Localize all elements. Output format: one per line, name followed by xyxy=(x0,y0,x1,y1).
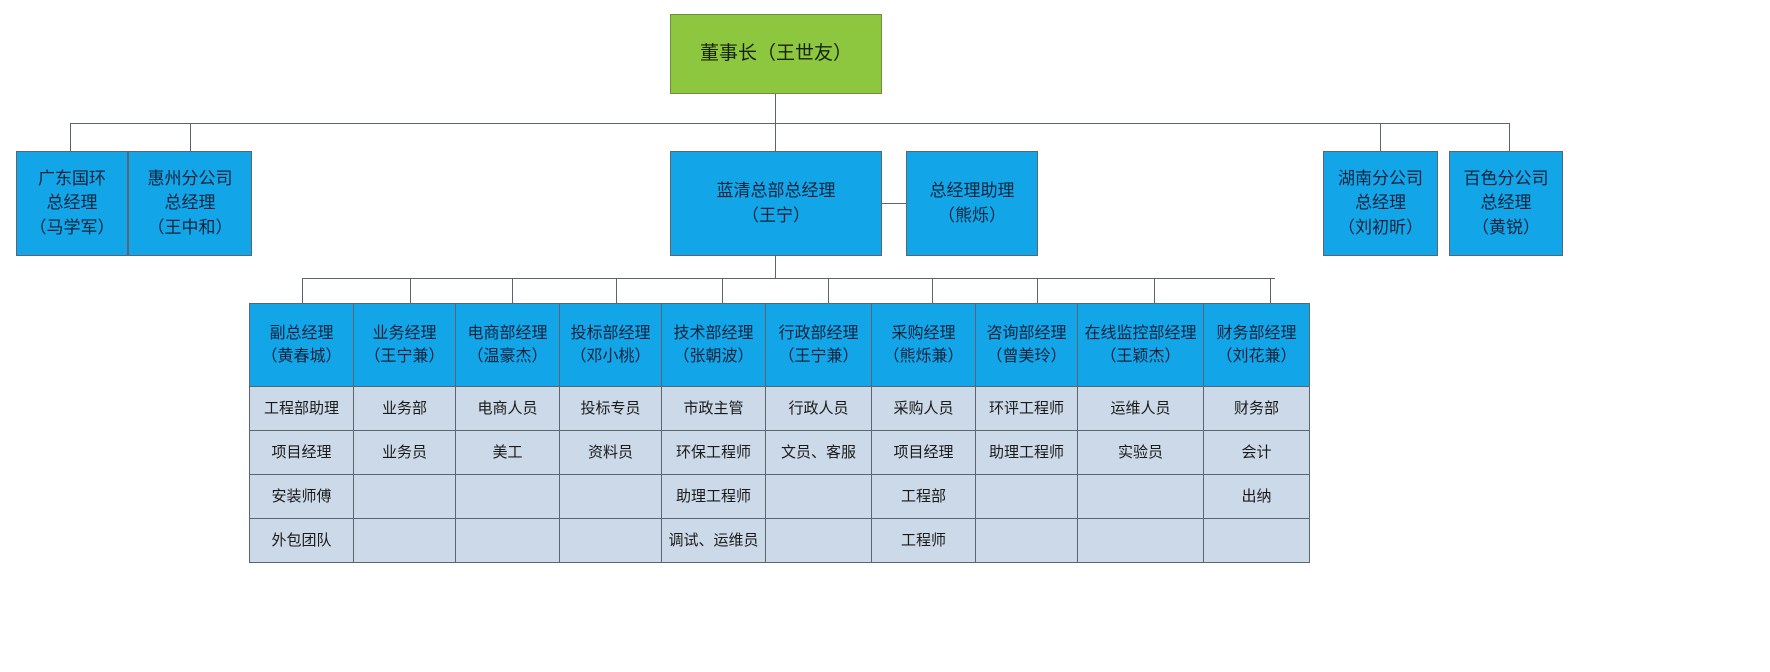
connector-hq-to-assistant xyxy=(882,203,906,204)
connector-drop-huizhou xyxy=(190,123,191,151)
department-row: 项目经理业务员美工资料员环保工程师文员、客服项目经理助理工程师实验员会计 xyxy=(249,430,1310,475)
department-cell-r3-c9 xyxy=(1077,474,1204,519)
connector-drop-dept-1 xyxy=(302,278,303,303)
department-cell-r3-c5[interactable]: 助理工程师 xyxy=(661,474,766,519)
department-cell-r4-c8 xyxy=(975,518,1078,563)
department-cell-r1-c8[interactable]: 环评工程师 xyxy=(975,386,1078,431)
node-branch-hunan[interactable]: 湖南分公司 总经理 （刘初昕） xyxy=(1323,151,1438,256)
department-row: 安装师傅 助理工程师 工程部 出纳 xyxy=(249,474,1310,519)
department-cell-r1-c2[interactable]: 业务部 xyxy=(353,386,456,431)
connector-drop-baise xyxy=(1509,123,1510,151)
connector-chairman-trunk xyxy=(775,94,776,123)
department-cell-r1-c10[interactable]: 财务部 xyxy=(1203,386,1310,431)
department-header-cell-7[interactable]: 采购经理 （熊烁兼） xyxy=(871,303,976,387)
node-branch-huizhou[interactable]: 惠州分公司 总经理 （王中和） xyxy=(128,151,252,256)
connector-drop-dept-3 xyxy=(512,278,513,303)
department-row: 工程部助理业务部电商人员投标专员市政主管行政人员采购人员环评工程师运维人员财务部 xyxy=(249,386,1310,431)
department-cell-r1-c6[interactable]: 行政人员 xyxy=(765,386,872,431)
department-cell-r2-c7[interactable]: 项目经理 xyxy=(871,430,976,475)
department-cell-r4-c1[interactable]: 外包团队 xyxy=(249,518,354,563)
department-cell-r2-c1[interactable]: 项目经理 xyxy=(249,430,354,475)
department-cell-r3-c10[interactable]: 出纳 xyxy=(1203,474,1310,519)
department-header-cell-8[interactable]: 咨询部经理 （曾美玲） xyxy=(975,303,1078,387)
department-cell-r4-c5[interactable]: 调试、运维员 xyxy=(661,518,766,563)
connector-drop-dept-10 xyxy=(1270,278,1271,303)
department-cell-r4-c10 xyxy=(1203,518,1310,563)
department-header-cell-1[interactable]: 副总经理 （黄春城） xyxy=(249,303,354,387)
connector-drop-guangdong xyxy=(70,123,71,151)
connector-drop-dept-4 xyxy=(616,278,617,303)
department-cell-r2-c10[interactable]: 会计 xyxy=(1203,430,1310,475)
connector-drop-dept-6 xyxy=(828,278,829,303)
department-row: 外包团队 调试、运维员 工程师 xyxy=(249,518,1310,563)
node-branch-guangdong[interactable]: 广东国环 总经理 （马学军） xyxy=(16,151,128,256)
connector-drop-hq xyxy=(775,123,776,151)
department-cell-r1-c5[interactable]: 市政主管 xyxy=(661,386,766,431)
department-cell-r2-c6[interactable]: 文员、客服 xyxy=(765,430,872,475)
department-cell-r3-c3 xyxy=(455,474,560,519)
department-cell-r3-c1[interactable]: 安装师傅 xyxy=(249,474,354,519)
department-cell-r2-c8[interactable]: 助理工程师 xyxy=(975,430,1078,475)
department-cell-r2-c5[interactable]: 环保工程师 xyxy=(661,430,766,475)
department-cell-r1-c3[interactable]: 电商人员 xyxy=(455,386,560,431)
department-cell-r1-c9[interactable]: 运维人员 xyxy=(1077,386,1204,431)
connector-drop-dept-7 xyxy=(932,278,933,303)
department-cell-r4-c4 xyxy=(559,518,662,563)
department-table: 副总经理 （黄春城）业务经理 （王宁兼）电商部经理 （温豪杰）投标部经理 （邓小… xyxy=(249,303,1310,563)
department-cell-r1-c7[interactable]: 采购人员 xyxy=(871,386,976,431)
connector-drop-dept-8 xyxy=(1037,278,1038,303)
department-cell-r2-c2[interactable]: 业务员 xyxy=(353,430,456,475)
department-header-cell-9[interactable]: 在线监控部经理 （王颖杰） xyxy=(1077,303,1204,387)
department-cell-r4-c7[interactable]: 工程师 xyxy=(871,518,976,563)
department-cell-r1-c4[interactable]: 投标专员 xyxy=(559,386,662,431)
department-header-cell-10[interactable]: 财务部经理 （刘花兼） xyxy=(1203,303,1310,387)
department-cell-r2-c4[interactable]: 资料员 xyxy=(559,430,662,475)
node-gm-assistant[interactable]: 总经理助理 （熊烁） xyxy=(906,151,1038,256)
department-header-cell-3[interactable]: 电商部经理 （温豪杰） xyxy=(455,303,560,387)
department-header-cell-5[interactable]: 技术部经理 （张朝波） xyxy=(661,303,766,387)
department-cell-r3-c7[interactable]: 工程部 xyxy=(871,474,976,519)
connector-drop-dept-9 xyxy=(1154,278,1155,303)
connector-drop-dept-2 xyxy=(410,278,411,303)
department-table-body: 副总经理 （黄春城）业务经理 （王宁兼）电商部经理 （温豪杰）投标部经理 （邓小… xyxy=(249,303,1310,563)
node-branch-baise[interactable]: 百色分公司 总经理 （黄锐） xyxy=(1449,151,1563,256)
department-cell-r3-c6 xyxy=(765,474,872,519)
connector-drop-dept-5 xyxy=(722,278,723,303)
department-cell-r3-c4 xyxy=(559,474,662,519)
connector-dept-bus xyxy=(302,278,1275,279)
node-chairman[interactable]: 董事长（王世友） xyxy=(670,14,882,94)
department-cell-r4-c6 xyxy=(765,518,872,563)
department-cell-r4-c2 xyxy=(353,518,456,563)
department-cell-r3-c8 xyxy=(975,474,1078,519)
department-cell-r3-c2 xyxy=(353,474,456,519)
department-header-cell-6[interactable]: 行政部经理 （王宁兼） xyxy=(765,303,872,387)
department-header-row: 副总经理 （黄春城）业务经理 （王宁兼）电商部经理 （温豪杰）投标部经理 （邓小… xyxy=(249,303,1310,387)
department-cell-r2-c9[interactable]: 实验员 xyxy=(1077,430,1204,475)
department-cell-r1-c1[interactable]: 工程部助理 xyxy=(249,386,354,431)
connector-hq-trunk xyxy=(775,256,776,278)
department-header-cell-4[interactable]: 投标部经理 （邓小桃） xyxy=(559,303,662,387)
department-cell-r4-c9 xyxy=(1077,518,1204,563)
connector-drop-hunan xyxy=(1380,123,1381,151)
department-cell-r2-c3[interactable]: 美工 xyxy=(455,430,560,475)
department-header-cell-2[interactable]: 业务经理 （王宁兼） xyxy=(353,303,456,387)
department-cell-r4-c3 xyxy=(455,518,560,563)
node-hq-manager[interactable]: 蓝清总部总经理 （王宁） xyxy=(670,151,882,256)
connector-level1-bus xyxy=(70,123,1510,124)
